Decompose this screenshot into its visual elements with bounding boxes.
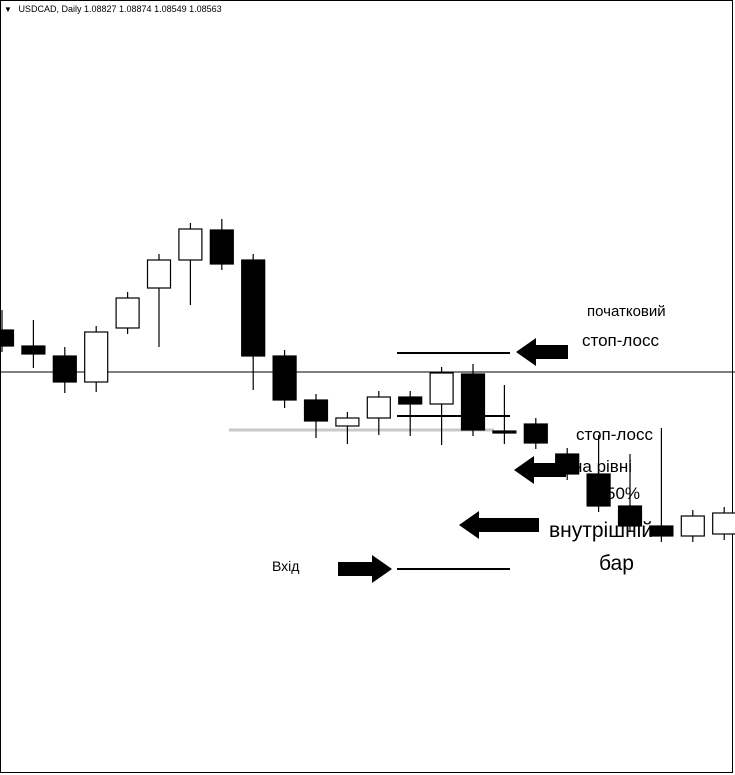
- bearish-candle-body: [523, 423, 548, 444]
- inside-bar-label-1: внутрішній: [549, 519, 654, 542]
- bearish-candle-body: [241, 259, 266, 357]
- bullish-candle-body: [712, 512, 735, 535]
- bullish-candle-body: [680, 515, 705, 537]
- timeframe-label: Daily: [61, 4, 82, 14]
- bearish-candle-body: [52, 355, 77, 383]
- bearish-candle-body: [649, 525, 674, 537]
- initial-stop-arrow-icon: [516, 338, 568, 366]
- chart-header: ▼ USDCAD, Daily 1.08827 1.08874 1.08549 …: [4, 4, 222, 14]
- bearish-candle-body: [460, 373, 486, 431]
- entry-label: Вхід: [272, 558, 300, 574]
- stop-50-label-1: стоп-лосс: [576, 425, 653, 444]
- symbol-label: USDCAD: [18, 4, 57, 14]
- bearish-candle-body: [0, 329, 15, 347]
- bullish-candle-body: [335, 417, 360, 427]
- bullish-candle-body: [366, 396, 391, 419]
- ohlc-values: 1.08827 1.08874 1.08549 1.08563: [84, 4, 222, 14]
- bearish-candle-body: [492, 430, 517, 434]
- dropdown-triangle-icon[interactable]: ▼: [4, 5, 12, 14]
- bearish-candle-body: [586, 473, 611, 507]
- bullish-candle-body: [84, 331, 109, 383]
- bearish-candle-body: [398, 396, 423, 405]
- bearish-candle-body: [21, 345, 46, 355]
- bearish-candle-body: [272, 355, 297, 401]
- stop-50-label-3: 50%: [606, 484, 641, 503]
- bullish-candle-body: [115, 297, 140, 329]
- bearish-candle-body: [209, 229, 234, 265]
- stop-50-label-2: на рівні: [573, 457, 632, 476]
- inside-bar-label-2: бар: [599, 552, 634, 575]
- bearish-candle-body: [303, 399, 329, 422]
- stop-50-arrow-icon: [514, 456, 566, 484]
- bearish-candle-body: [617, 505, 643, 527]
- initial-stop-label-2: стоп-лосс: [582, 331, 659, 350]
- inside-bar-arrow-icon: [459, 511, 539, 539]
- entry-arrow-icon: [338, 555, 392, 583]
- bullish-candle-body: [429, 372, 454, 405]
- bullish-candle-body: [146, 259, 172, 289]
- bullish-candle-body: [178, 228, 203, 261]
- initial-stop-label-1: початковий: [587, 303, 666, 320]
